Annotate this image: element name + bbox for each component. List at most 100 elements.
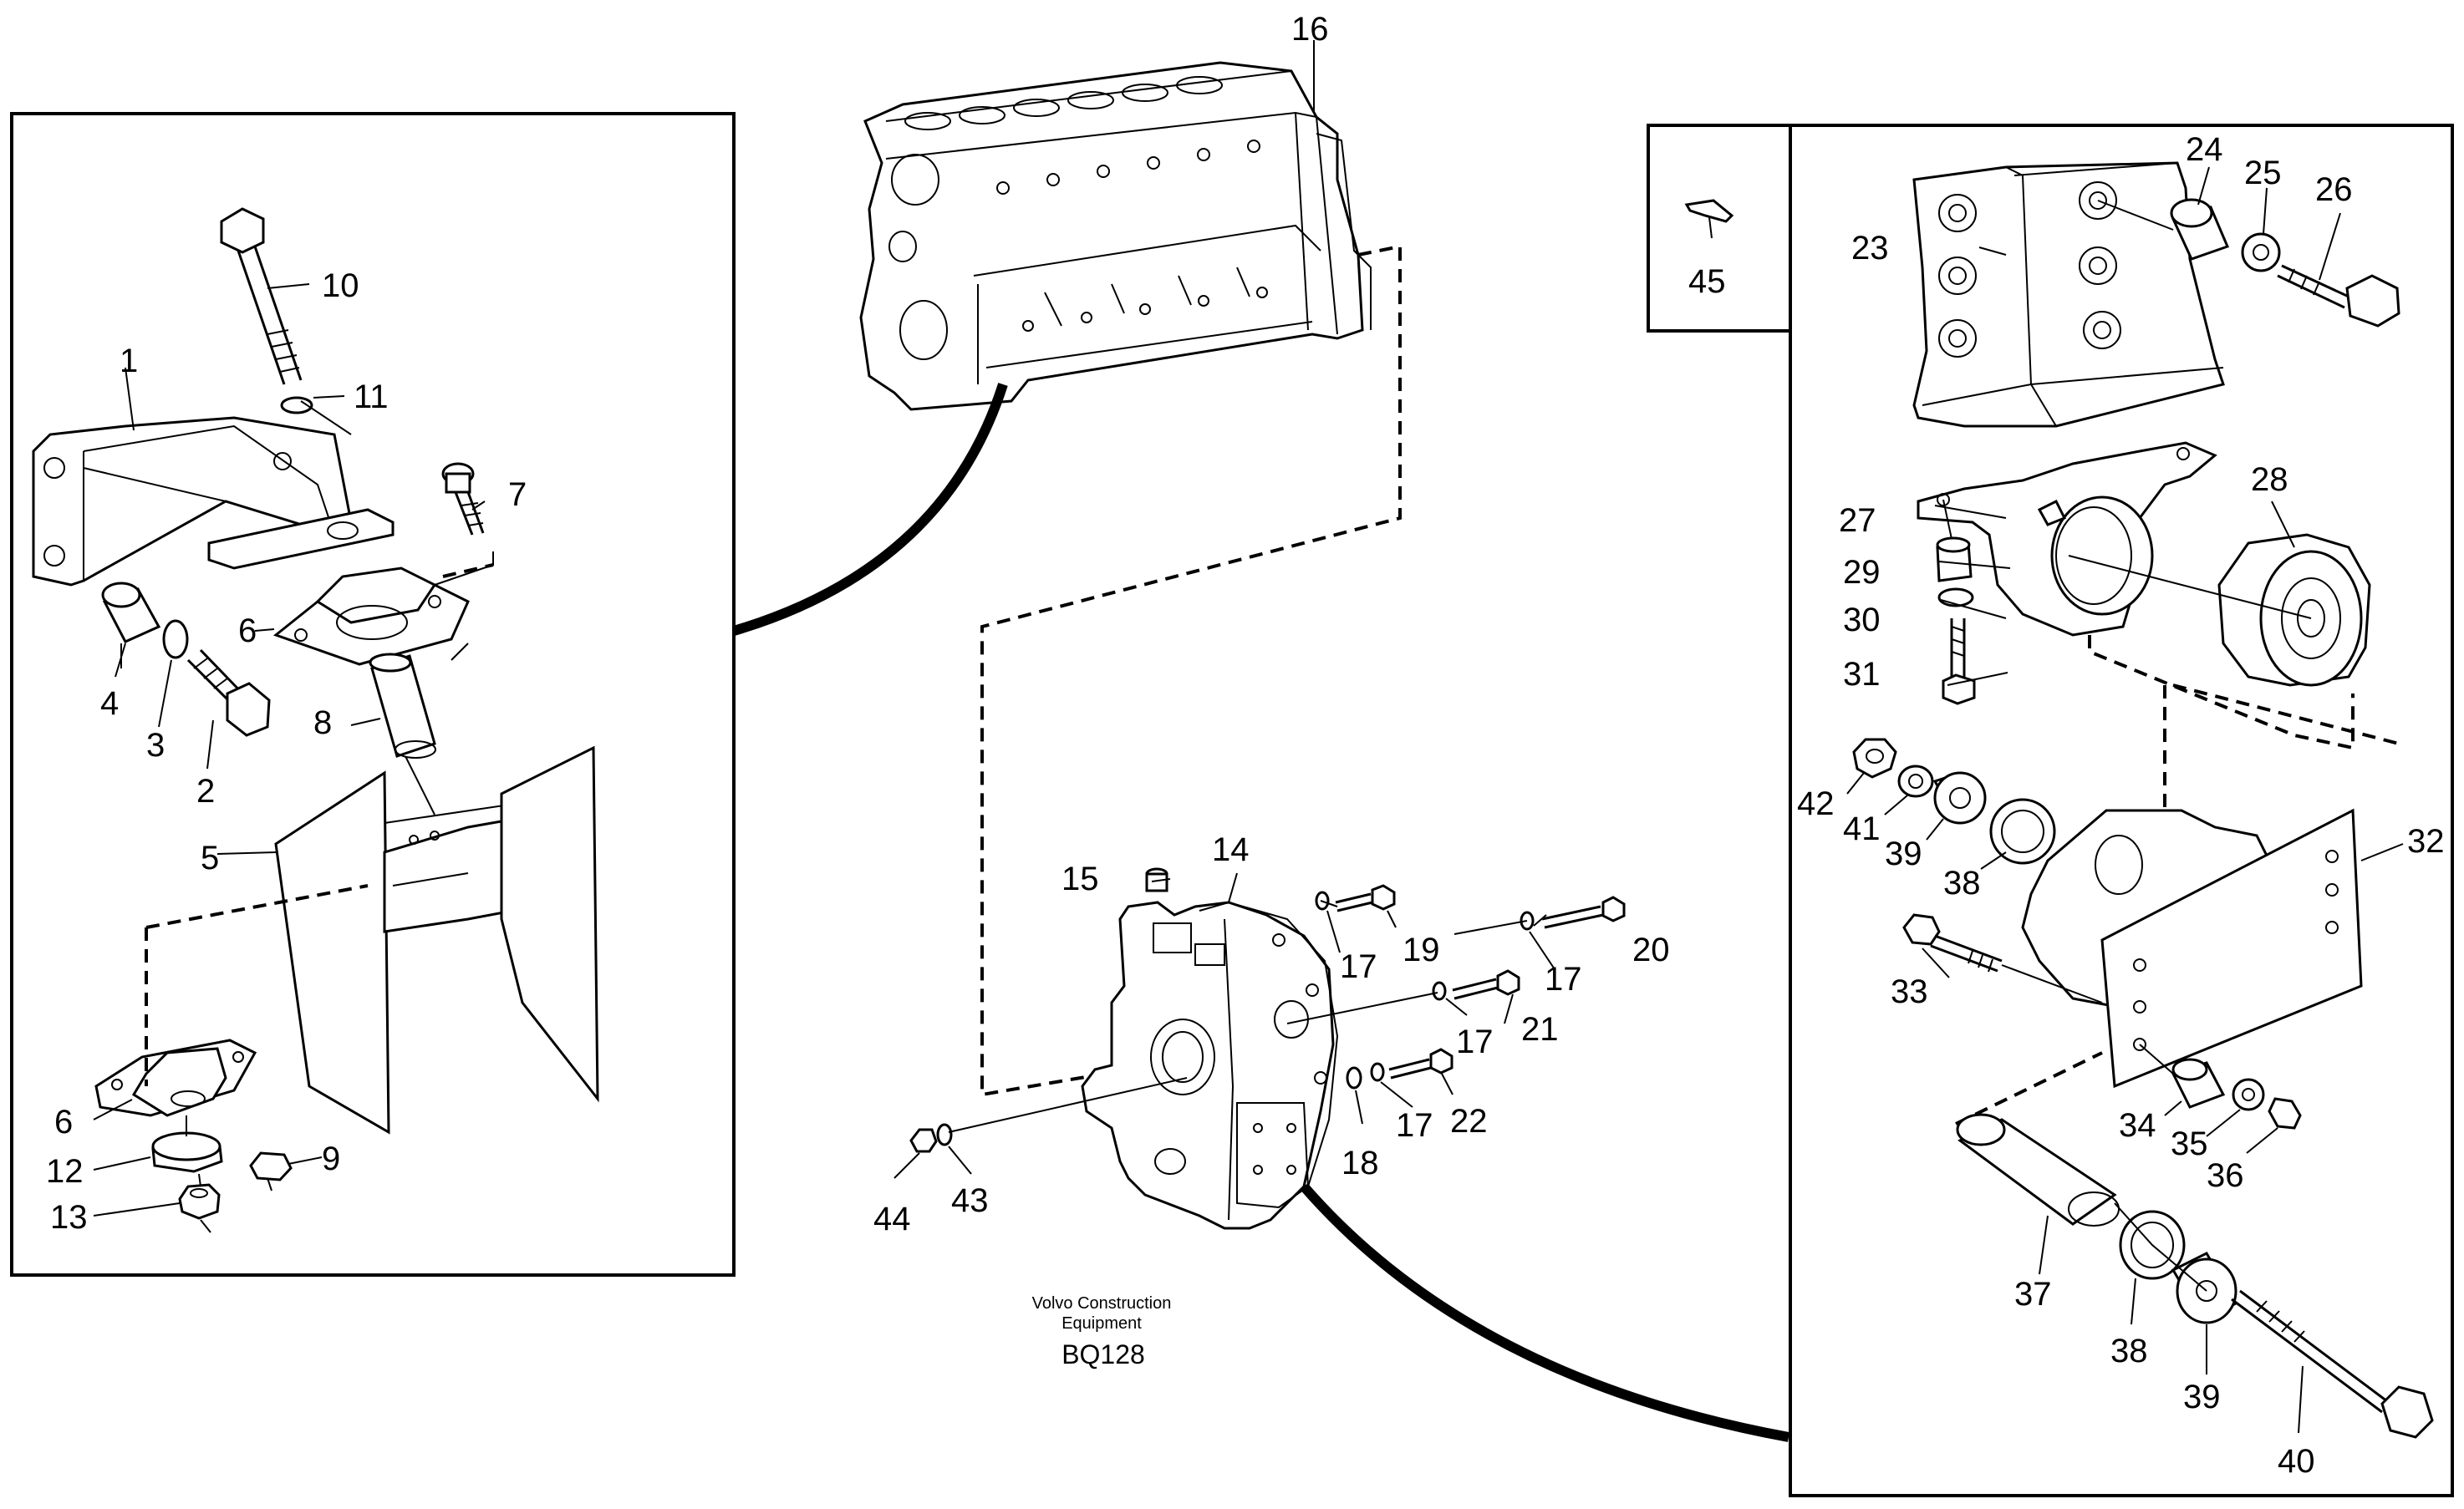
washer-43 — [936, 1123, 953, 1146]
caption-code: BQ128 — [1061, 1339, 1145, 1369]
label-part-28: 28 — [2251, 461, 2288, 498]
bolt-7 — [441, 462, 485, 536]
washer-11 — [280, 396, 313, 414]
label-part-38-top: 38 — [1943, 865, 1981, 902]
link-curve-left — [732, 383, 1008, 636]
label-part-10: 10 — [322, 267, 359, 304]
label-part-8: 8 — [313, 704, 332, 741]
bolt-26 — [2277, 264, 2400, 328]
sleeve-8 — [369, 653, 436, 759]
engine-block-16 — [859, 61, 1372, 411]
spacer-24 — [2170, 198, 2230, 261]
washer-17-c — [1432, 981, 1447, 1001]
nut-36 — [2268, 1097, 2302, 1130]
label-part-7: 7 — [508, 476, 527, 513]
label-part-1: 1 — [120, 343, 138, 379]
washer-12 — [151, 1131, 223, 1173]
bolt-15 — [1145, 867, 1168, 892]
label-part-13: 13 — [50, 1199, 88, 1236]
nut-44 — [909, 1128, 938, 1153]
caption-equipment: Equipment — [1061, 1314, 1142, 1333]
label-part-43: 43 — [951, 1182, 989, 1219]
support-plate-5 — [274, 745, 599, 1135]
label-part-17-a: 17 — [1340, 948, 1377, 985]
label-part-16: 16 — [1291, 11, 1329, 48]
label-part-17-c: 17 — [1456, 1024, 1494, 1060]
label-part-2: 2 — [196, 773, 215, 810]
label-part-37: 37 — [2014, 1276, 2052, 1313]
clip-45 — [1684, 199, 1734, 239]
bracket-23 — [1912, 161, 2225, 428]
label-part-3: 3 — [146, 727, 165, 764]
label-part-9: 9 — [322, 1141, 340, 1177]
label-part-30: 30 — [1843, 602, 1881, 638]
spacer-39-top — [1932, 771, 1987, 825]
label-part-22: 22 — [1450, 1103, 1488, 1140]
label-part-6-top: 6 — [238, 612, 257, 649]
bushing-28 — [2217, 533, 2371, 687]
label-part-31: 31 — [1843, 656, 1881, 693]
label-part-11: 11 — [354, 379, 389, 415]
washer-18 — [1346, 1066, 1362, 1090]
spacer-39-bottom — [2171, 1252, 2238, 1324]
label-part-25: 25 — [2244, 155, 2282, 191]
label-part-39-bottom: 39 — [2183, 1379, 2221, 1415]
engine-bracket-1 — [32, 416, 395, 587]
tube-37 — [1956, 1113, 2120, 1227]
washer-25 — [2241, 232, 2281, 272]
spacer-29 — [1936, 536, 1973, 582]
bolt-40 — [2231, 1289, 2434, 1439]
bolt-20 — [1541, 896, 1626, 929]
label-part-40: 40 — [2278, 1443, 2315, 1480]
ring-38-top — [1989, 798, 2056, 865]
label-part-17-d: 17 — [1396, 1107, 1433, 1144]
label-part-45: 45 — [1688, 263, 1726, 300]
bolt-21 — [1452, 969, 1520, 1000]
label-part-44: 44 — [873, 1201, 911, 1237]
spacer-4 — [101, 582, 161, 643]
label-part-29: 29 — [1843, 554, 1881, 591]
label-part-26: 26 — [2315, 171, 2353, 208]
label-part-36: 36 — [2207, 1157, 2244, 1194]
label-part-33: 33 — [1891, 973, 1928, 1010]
right-detail-frame — [1789, 124, 2454, 1497]
label-part-24: 24 — [2186, 131, 2223, 168]
caption-company: Volvo Construction — [1032, 1294, 1172, 1313]
label-part-32: 32 — [2407, 823, 2445, 860]
label-part-12: 12 — [46, 1153, 84, 1190]
label-part-23: 23 — [1851, 230, 1889, 267]
label-part-18: 18 — [1341, 1145, 1379, 1181]
label-part-19: 19 — [1403, 932, 1440, 968]
label-part-27: 27 — [1839, 502, 1876, 539]
bracket-32 — [2021, 808, 2363, 1089]
nut-42 — [1852, 738, 1897, 779]
washer-17-d — [1370, 1062, 1385, 1082]
inset-box-45 — [1647, 124, 1792, 333]
bolt-31 — [1942, 618, 1976, 705]
label-part-39-top: 39 — [1885, 836, 1922, 872]
left-detail-frame — [10, 112, 736, 1277]
label-part-5: 5 — [201, 840, 219, 876]
nut-9 — [249, 1151, 293, 1181]
bolt-19 — [1335, 884, 1396, 912]
spacer-34 — [2171, 1058, 2226, 1109]
label-part-34: 34 — [2119, 1107, 2156, 1144]
label-part-35: 35 — [2171, 1125, 2208, 1162]
bolt-10 — [220, 207, 303, 385]
label-part-41: 41 — [1843, 810, 1881, 847]
label-part-38-bottom: 38 — [2110, 1333, 2148, 1369]
label-part-14: 14 — [1212, 831, 1250, 868]
label-part-15: 15 — [1061, 861, 1099, 897]
label-part-20: 20 — [1632, 932, 1670, 968]
bracket-27 — [1917, 441, 2217, 637]
washer-41 — [1897, 765, 1934, 798]
label-part-4: 4 — [100, 685, 119, 722]
washer-3 — [162, 619, 189, 659]
label-part-6-bottom: 6 — [54, 1104, 73, 1141]
bolt-2 — [186, 648, 271, 737]
label-part-21: 21 — [1521, 1011, 1559, 1048]
nut-13 — [178, 1183, 221, 1220]
label-part-42: 42 — [1797, 785, 1835, 822]
bolt-33 — [1902, 913, 2003, 973]
